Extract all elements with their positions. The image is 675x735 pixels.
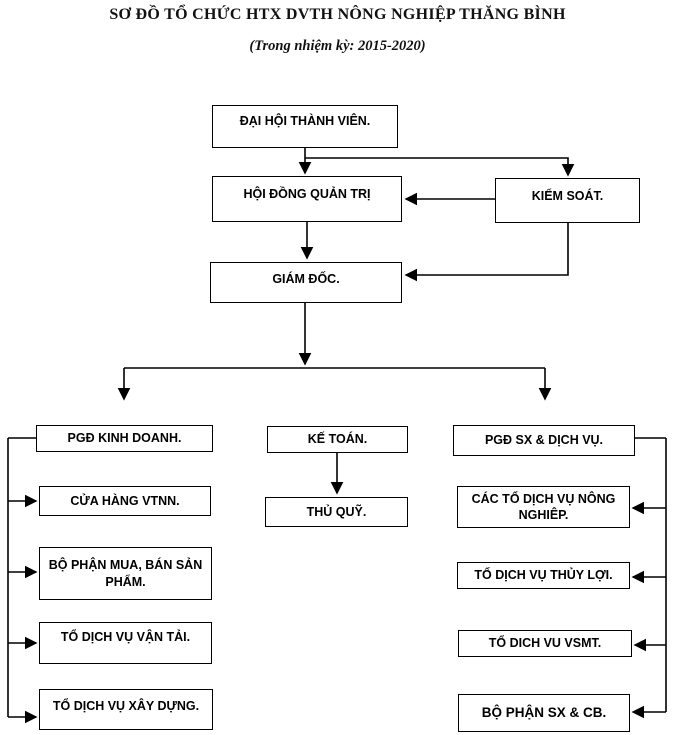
- page-subtitle: (Trong nhiệm kỳ: 2015-2020): [249, 38, 426, 54]
- node-bo-phan-mua-ban: BỘ PHẬN MUA, BÁN SẢN PHẨM.: [39, 547, 212, 600]
- node-to-dich-vu-xay-dung: TỔ DỊCH VỤ XÂY DỰNG.: [39, 689, 213, 730]
- edge-kiemsoat-giamdoc: [404, 223, 569, 282]
- node-to-dich-vu-van-tai: TỔ DỊCH VỤ VẬN TẢI.: [39, 622, 212, 664]
- node-pgd-kinh-doanh: PGĐ KINH DOANH.: [36, 425, 213, 452]
- node-pgd-sx-dich-vu: PGĐ SX & DỊCH VỤ.: [453, 425, 635, 456]
- node-dai-hoi-thanh-vien: ĐẠI HỘI THÀNH VIÊN.: [212, 105, 398, 148]
- node-cua-hang-vtnn: CỬA HÀNG VTNN.: [39, 486, 211, 516]
- node-to-dich-vu-thuy-loi: TỔ DỊCH VỤ THỦY LỢI.: [457, 562, 630, 589]
- node-bo-phan-sx-cb: BỘ PHẬN SX & CB.: [458, 694, 630, 732]
- node-hoi-dong-quan-tri: HỘI ĐỒNG QUẢN TRỊ: [212, 176, 402, 222]
- node-ke-toan: KẾ TOÁN.: [267, 426, 408, 453]
- node-giam-doc: GIÁM ĐỐC.: [210, 262, 402, 303]
- node-to-dich-vu-vsmt: TỔ DICH VU VSMT.: [458, 630, 632, 657]
- node-cac-to-dich-vu-nong-nghiep: CÁC TỔ DỊCH VỤ NÔNG NGHIÊP.: [457, 486, 630, 528]
- edge-daihoi-kiemsoat: [305, 157, 575, 177]
- node-kiem-soat: KIỂM SOÁT.: [495, 178, 640, 223]
- page-title: SƠ ĐỒ TỔ CHỨC HTX DVTH NÔNG NGHIỆP THĂNG…: [109, 6, 566, 23]
- node-thu-quy: THỦ QUỸ.: [265, 497, 408, 527]
